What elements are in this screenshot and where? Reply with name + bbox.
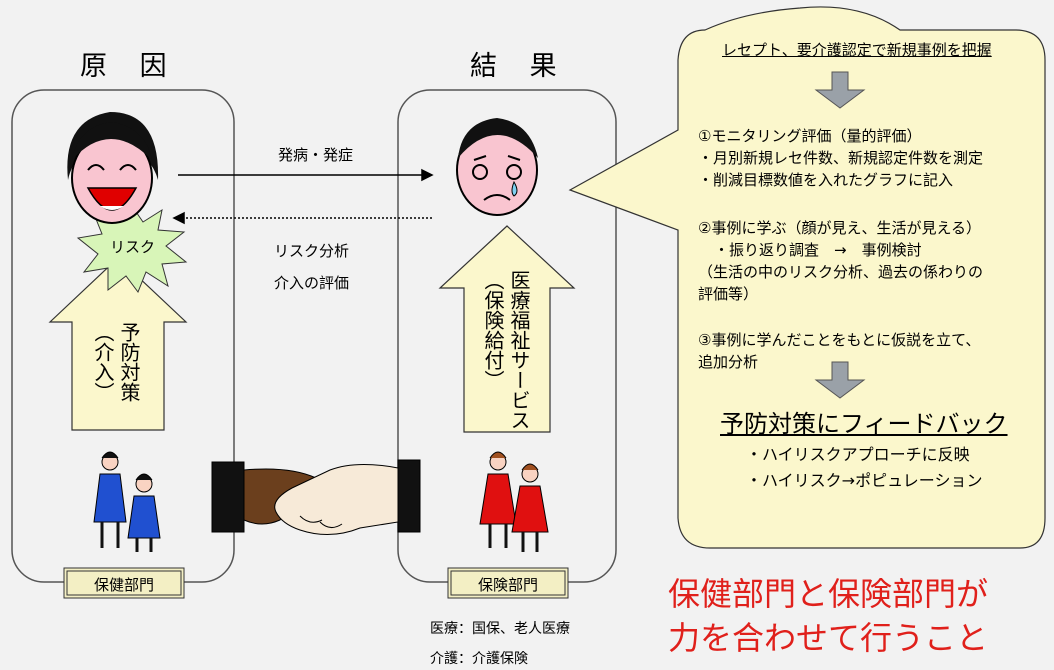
handshake-icon [211,459,421,535]
prevention-arrow-label: 予防対策 （介入） [91,322,141,402]
bubble-header: レセプト、要介護認定で新規事例を把握 [722,41,992,59]
risk-label: リスク [110,238,156,256]
step3-title: ③事例に学んだことをもとに仮説を立て、 [698,331,981,349]
step2-title: ②事例に学ぶ（顔が見え、生活が見える） [698,219,981,237]
health-dept-label: 保健部門 [93,576,154,594]
intervention-eval-label: 介入の評価 [274,274,350,292]
risk-analysis-arrow [172,211,432,225]
footnote-care: 介護：介護保険 [430,651,528,667]
slogan-line2: 力を合わせて行うこと [668,619,989,657]
prevention-up-arrow [48,257,188,431]
insurance-dept-label: 保険部門 [477,576,538,594]
insurance-staff-figures-icon [479,451,549,552]
happy-face-icon [67,112,159,224]
step2-item-c: 評価等） [698,285,759,303]
step2-item-a: ・振り返り調査 → 事例検討 [714,241,922,259]
down-arrow-icon [814,71,866,399]
risk-analysis-label: リスク分析 [274,242,350,260]
step2-item-b: （生活の中のリスク分析、過去の係わりの [698,263,984,281]
service-arrow-label: 医療福祉サービス （保険給付） [481,270,531,430]
step1-item-a: ・月別新規レセ件数、新規認定件数を測定 [698,149,984,167]
feedback-item-b: ・ハイリスク→ポピュレーション [746,471,983,490]
health-staff-figures-icon [93,451,161,552]
footnote-medical: 医療：国保、老人医療 [430,621,570,637]
result-title: 結 果 [470,51,569,82]
step1-item-b: ・削減目標数値を入れたグラフに記入 [698,171,954,189]
sad-face-icon [456,118,538,216]
speech-bubble [568,6,1046,549]
service-up-arrow [438,225,576,433]
slogan-line1: 保健部門と保険部門が [668,575,989,613]
onset-label: 発病・発症 [278,146,354,164]
risk-burst-icon [76,205,188,294]
cause-title: 原 因 [80,51,179,82]
step3-item-a: 追加分析 [698,353,759,371]
feedback-heading: 予防対策にフィードバック [720,410,1008,438]
step1-title: ①モニタリング評価（量的評価） [698,127,922,145]
feedback-item-a: ・ハイリスクアプローチに反映 [746,445,970,464]
onset-arrow [178,168,434,182]
